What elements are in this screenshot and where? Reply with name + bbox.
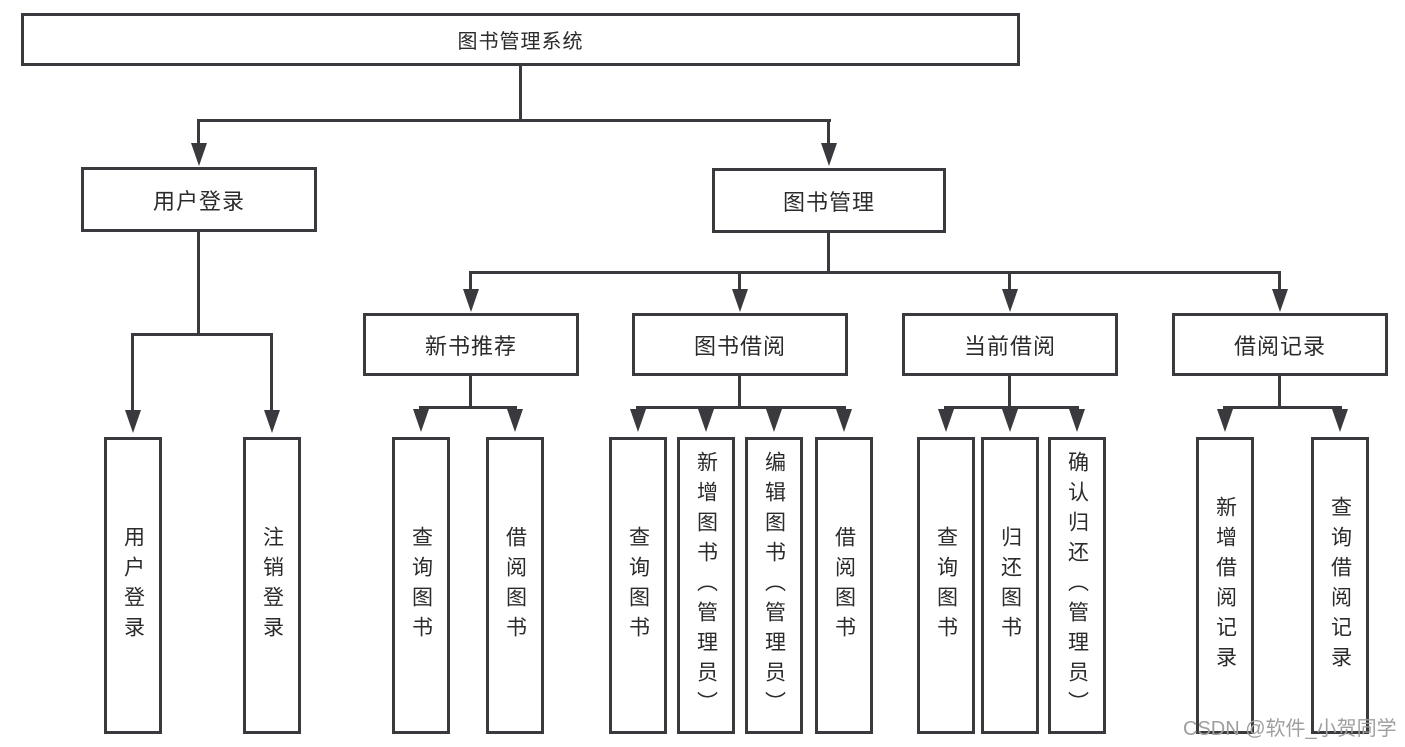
connector-line [738, 376, 741, 409]
arrow-down-icon [1069, 409, 1085, 432]
connector-line [197, 119, 831, 122]
leaf-borrow-books-2: 借阅图书 [815, 437, 873, 734]
connector-line [1223, 406, 1342, 409]
arrow-down-icon [1217, 409, 1233, 432]
connector-line [1008, 271, 1011, 291]
arrow-down-icon [630, 409, 646, 432]
arrow-down-icon [125, 410, 141, 433]
arrow-down-icon [1272, 289, 1288, 312]
leaf-borrow-books: 借阅图书 [486, 437, 544, 734]
arrow-down-icon [732, 289, 748, 312]
connector-line [1008, 376, 1011, 409]
leaf-label: 归还图书 [998, 525, 1022, 646]
leaf-return-books: 归还图书 [981, 437, 1039, 734]
leaf-label: 注销登录 [260, 525, 284, 646]
leaf-label: 新增借阅记录 [1213, 495, 1237, 676]
leaf-edit-books-admin: 编辑图书（管理员） [745, 437, 803, 734]
node-new-book-recommend: 新书推荐 [363, 313, 579, 376]
connector-line [419, 406, 517, 409]
leaf-logout: 注销登录 [243, 437, 301, 734]
arrow-down-icon [1002, 409, 1018, 432]
connector-line [131, 333, 272, 336]
leaf-label: 查询图书 [934, 525, 958, 646]
node-book-management: 图书管理 [712, 168, 946, 233]
node-borrow-records: 借阅记录 [1172, 313, 1388, 376]
arrow-down-icon [1332, 409, 1348, 432]
connector-line [469, 376, 472, 409]
leaf-label: 用户登录 [121, 525, 145, 646]
node-user-login: 用户登录 [81, 167, 317, 232]
connector-line [270, 333, 273, 413]
node-book-borrow: 图书借阅 [632, 313, 848, 376]
arrow-down-icon [821, 143, 837, 166]
leaf-query-borrow-record: 查询借阅记录 [1311, 437, 1369, 734]
connector-line [197, 119, 200, 147]
csdn-watermark: CSDN @软件_小贺同学 [1183, 718, 1397, 740]
connector-line [469, 271, 1281, 274]
connector-line [131, 333, 134, 413]
leaf-label: 借阅图书 [503, 525, 527, 646]
leaf-label: 查询图书 [409, 525, 433, 646]
node-current-borrow: 当前借阅 [902, 313, 1118, 376]
arrow-down-icon [836, 409, 852, 432]
connector-line [636, 406, 846, 409]
arrow-down-icon [766, 409, 782, 432]
leaf-query-books: 查询图书 [392, 437, 450, 734]
connector-line [827, 119, 830, 147]
leaf-query-books-3: 查询图书 [917, 437, 975, 734]
leaf-user-login: 用户登录 [104, 437, 162, 734]
arrow-down-icon [1002, 289, 1018, 312]
node-library-management-system: 图书管理系统 [21, 13, 1020, 66]
connector-line [738, 271, 741, 291]
leaf-label: 查询图书 [626, 525, 650, 646]
leaf-add-borrow-record: 新增借阅记录 [1196, 437, 1254, 734]
arrow-down-icon [413, 409, 429, 432]
connector-line [519, 66, 522, 122]
connector-line [1278, 271, 1281, 291]
connector-line [1278, 376, 1281, 409]
connector-line [827, 233, 830, 274]
connector-line [469, 271, 472, 291]
arrow-down-icon [507, 409, 523, 432]
arrow-down-icon [264, 410, 280, 433]
leaf-label: 借阅图书 [832, 525, 856, 646]
connector-line [197, 232, 200, 336]
arrow-down-icon [191, 143, 207, 166]
leaf-confirm-return-admin: 确认归还（管理员） [1048, 437, 1106, 734]
leaf-label: 查询借阅记录 [1328, 495, 1352, 676]
leaf-label: 编辑图书（管理员） [762, 450, 786, 721]
leaf-label: 新增图书（管理员） [694, 450, 718, 721]
leaf-add-books-admin: 新增图书（管理员） [677, 437, 735, 734]
leaf-query-books-2: 查询图书 [609, 437, 667, 734]
connector-line [944, 406, 1079, 409]
arrow-down-icon [698, 409, 714, 432]
arrow-down-icon [463, 289, 479, 312]
leaf-label: 确认归还（管理员） [1065, 450, 1089, 721]
arrow-down-icon [938, 409, 954, 432]
